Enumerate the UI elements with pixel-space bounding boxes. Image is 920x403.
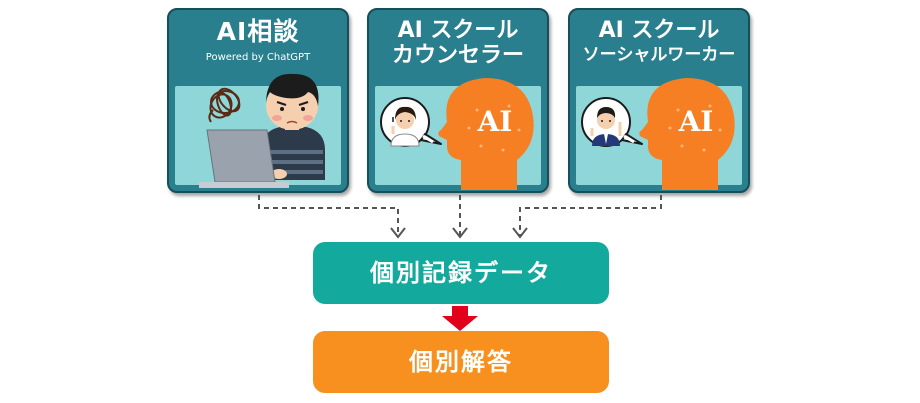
social-worker-speech-bubble: [581, 97, 643, 147]
card-ai-consultation: AI相談 Powered by ChatGPT: [167, 8, 349, 193]
card-ai-school-counselor: AI スクール カウンセラー AI: [367, 8, 549, 193]
red-down-arrow: [442, 306, 478, 331]
card-title-line1: AI スクール: [598, 18, 720, 43]
card-ai-school-social-worker: AI スクール ソーシャルワーカー AI: [568, 8, 750, 193]
student-figure: [261, 73, 325, 180]
individual-answer-box: 個別解答: [313, 331, 609, 393]
ai-social-worker-illustration: AI: [581, 78, 735, 190]
individual-record-data-box: 個別記録データ: [313, 242, 609, 304]
powered-by-label: Powered by ChatGPT: [205, 52, 311, 63]
ai-head-label: AI: [678, 105, 714, 138]
arrowhead-left: [390, 227, 406, 239]
connector-left: [258, 195, 399, 236]
ai-head-label: AI: [477, 105, 513, 138]
card-title: AI スクール ソーシャルワーカー: [570, 18, 748, 66]
card-title: AI相談: [216, 17, 300, 46]
laptop-icon: [199, 129, 289, 188]
card-title-line2: カウンセラー: [391, 43, 524, 69]
card-title-line1: AI スクール: [397, 18, 519, 43]
arrowhead-right: [512, 227, 528, 239]
arrowhead-middle: [452, 227, 468, 239]
worried-student-illustration: [199, 73, 325, 188]
connector-right: [519, 195, 662, 236]
counselor-speech-bubble: [380, 97, 442, 147]
tangled-thought-icon: [208, 87, 241, 123]
card-title-line2: ソーシャルワーカー: [582, 45, 736, 66]
ai-counselor-illustration: AI: [380, 78, 534, 190]
card-title: AI スクール カウンセラー: [369, 18, 547, 69]
